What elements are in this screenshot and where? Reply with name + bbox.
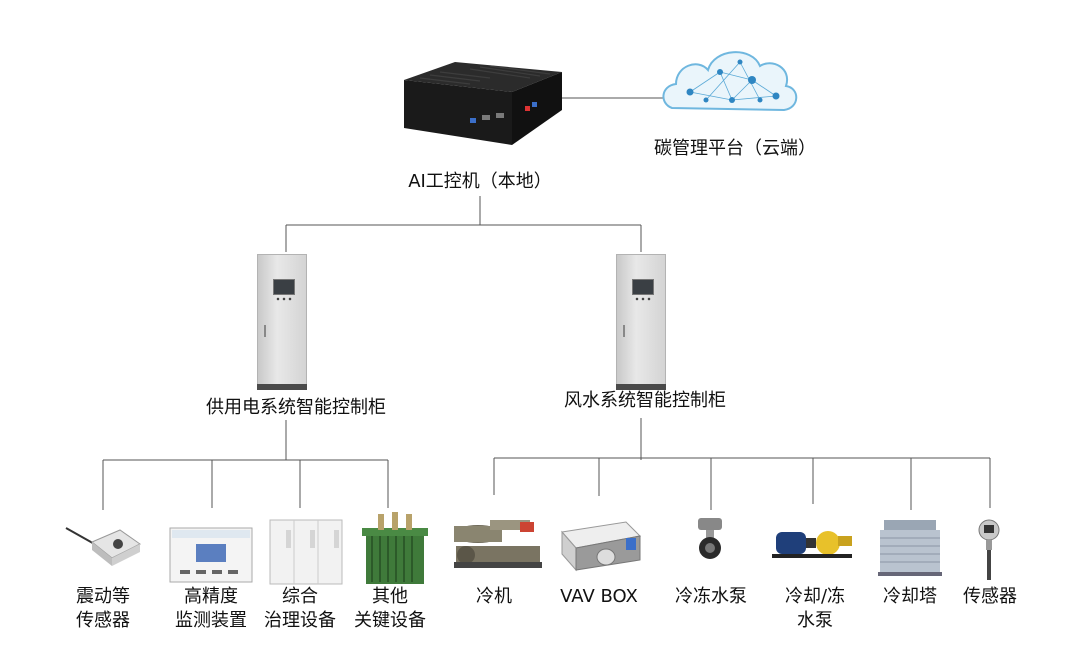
sensor-icon (978, 519, 1000, 580)
industrial-pc-icon (404, 62, 562, 145)
chilled-water-pump-icon (698, 518, 722, 559)
hvac-device-label: 冷却塔 (883, 586, 937, 607)
vibration-sensor-icon (65, 527, 141, 566)
power-device-label: 高精度 监测装置 (175, 586, 247, 631)
cooling-pump-icon (772, 531, 852, 558)
transformer-icon (362, 512, 428, 584)
power-device-label: 震动等 传感器 (76, 586, 130, 631)
hvac-cabinet-label: 风水系统智能控制柜 (564, 390, 726, 411)
hvac-cabinet-icon (616, 254, 666, 390)
power-device-label: 综合 治理设备 (264, 586, 336, 631)
hvac-device-label: VAV BOX (560, 586, 638, 607)
vav-box-icon (561, 521, 642, 572)
chiller-icon (454, 520, 542, 568)
monitoring-device-icon (169, 527, 253, 583)
power-device-label: 其他 关键设备 (354, 586, 426, 631)
hvac-device-label: 传感器 (963, 586, 1017, 607)
cloud-network-icon (662, 51, 798, 112)
power-cabinet-label: 供用电系统智能控制柜 (206, 397, 386, 418)
cloud-platform-label: 碳管理平台（云端） (654, 138, 816, 159)
power-quality-cabinet-icon (269, 519, 343, 585)
ai-pc-label: AI工控机（本地） (408, 171, 552, 192)
power-cabinet-icon (257, 254, 307, 390)
cooling-tower-icon (878, 520, 942, 576)
hvac-device-label: 冷机 (476, 586, 512, 607)
hvac-device-label: 冷却/冻 水泵 (784, 586, 846, 631)
hvac-device-label: 冷冻水泵 (675, 586, 747, 607)
